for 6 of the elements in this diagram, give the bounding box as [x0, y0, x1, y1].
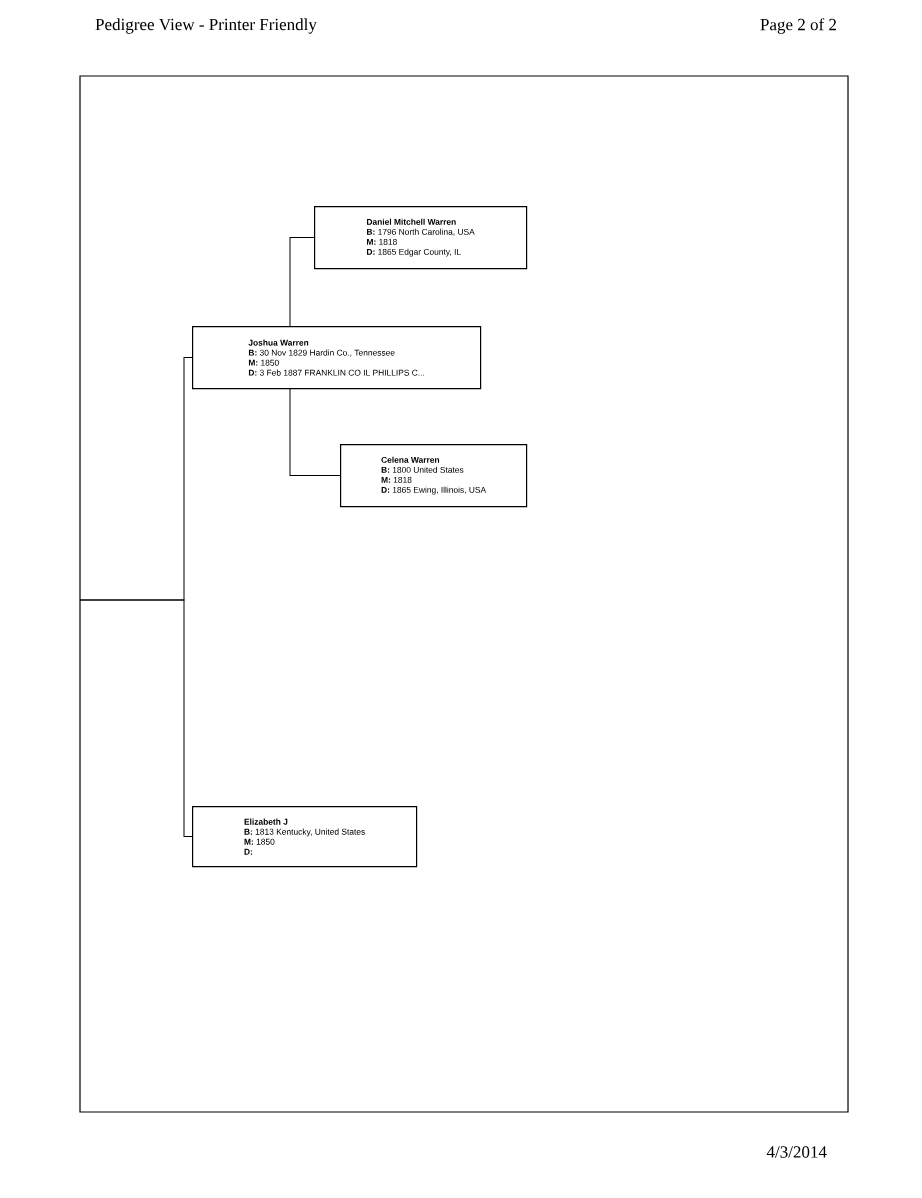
print-date: 4/3/2014	[766, 1146, 827, 1158]
page-title: Pedigree View - Printer Friendly	[95, 18, 317, 34]
connector-line	[79, 599, 193, 838]
connector-line	[289, 387, 341, 477]
page-number: Page 2 of 2	[760, 18, 836, 34]
connector-line	[289, 237, 315, 327]
